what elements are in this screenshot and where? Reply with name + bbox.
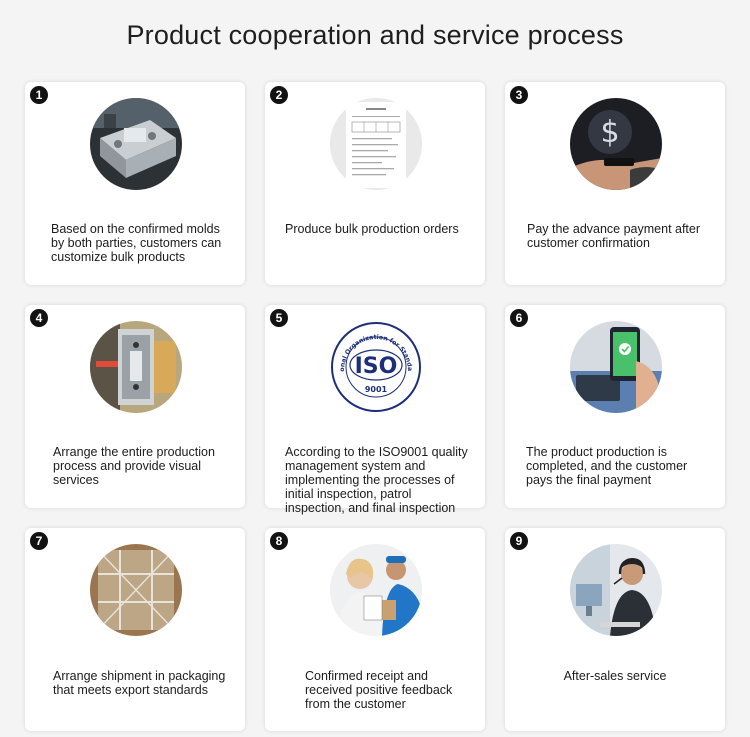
order-document-icon <box>330 98 422 190</box>
step-number-badge: 5 <box>270 309 288 327</box>
production-machine-icon <box>90 321 182 413</box>
process-grid: 1 Based on the confirmed molds by both p… <box>25 82 725 732</box>
step-description: Confirmed receipt and received positive … <box>305 669 453 711</box>
step-number-badge: 9 <box>510 532 528 550</box>
step-number-badge: 4 <box>30 309 48 327</box>
svg-text:$: $ <box>600 115 619 150</box>
iso-code: 9001 <box>365 385 388 394</box>
step-description: Based on the confirmed molds by both par… <box>51 222 222 264</box>
step-description: Arrange the entire production process an… <box>53 445 215 487</box>
step-card-3: 3 $ Pay the advance payment after custom… <box>505 82 725 285</box>
step-card-4: 4 Arrange the entire production process … <box>25 305 245 508</box>
step-number-badge: 3 <box>510 86 528 104</box>
step-card-9: 9 After-sales service <box>505 528 725 731</box>
step-card-2: 2 Produce bulk production orders <box>265 82 485 285</box>
step-description: Produce bulk production orders <box>285 222 459 236</box>
delivery-receipt-icon <box>330 544 422 636</box>
step-card-1: 1 Based on the confirmed molds by both p… <box>25 82 245 285</box>
mold-machine-icon <box>90 98 182 190</box>
step-description: Arrange shipment in packaging that meets… <box>53 669 226 697</box>
page-title: Product cooperation and service process <box>126 20 624 50</box>
step-description: Pay the advance payment after customer c… <box>527 222 701 250</box>
step-description: According to the ISO9001 quality managem… <box>285 445 468 515</box>
iso-certificate-icon: International Organization for Standardi… <box>330 321 422 413</box>
dollar-payment-icon: $ <box>570 98 662 190</box>
step-number-badge: 1 <box>30 86 48 104</box>
step-number-badge: 2 <box>270 86 288 104</box>
phone-payment-icon <box>570 321 662 413</box>
step-number-badge: 6 <box>510 309 528 327</box>
customer-service-icon <box>570 544 662 636</box>
step-card-5: 5 International Organization for Standar… <box>265 305 485 515</box>
step-card-8: 8 Confirmed receipt and received positiv… <box>265 528 485 731</box>
iso-mark: ISO <box>355 354 398 379</box>
step-number-badge: 7 <box>30 532 48 550</box>
step-card-7: 7 Arrange shipment in packaging that mee… <box>25 528 245 731</box>
step-number-badge: 8 <box>270 532 288 550</box>
step-description: After-sales service <box>563 669 667 683</box>
step-description: The product production is completed, and… <box>526 445 688 487</box>
step-card-6: 6 The product production is completed, a… <box>505 305 725 508</box>
shipment-crate-icon <box>90 544 182 636</box>
